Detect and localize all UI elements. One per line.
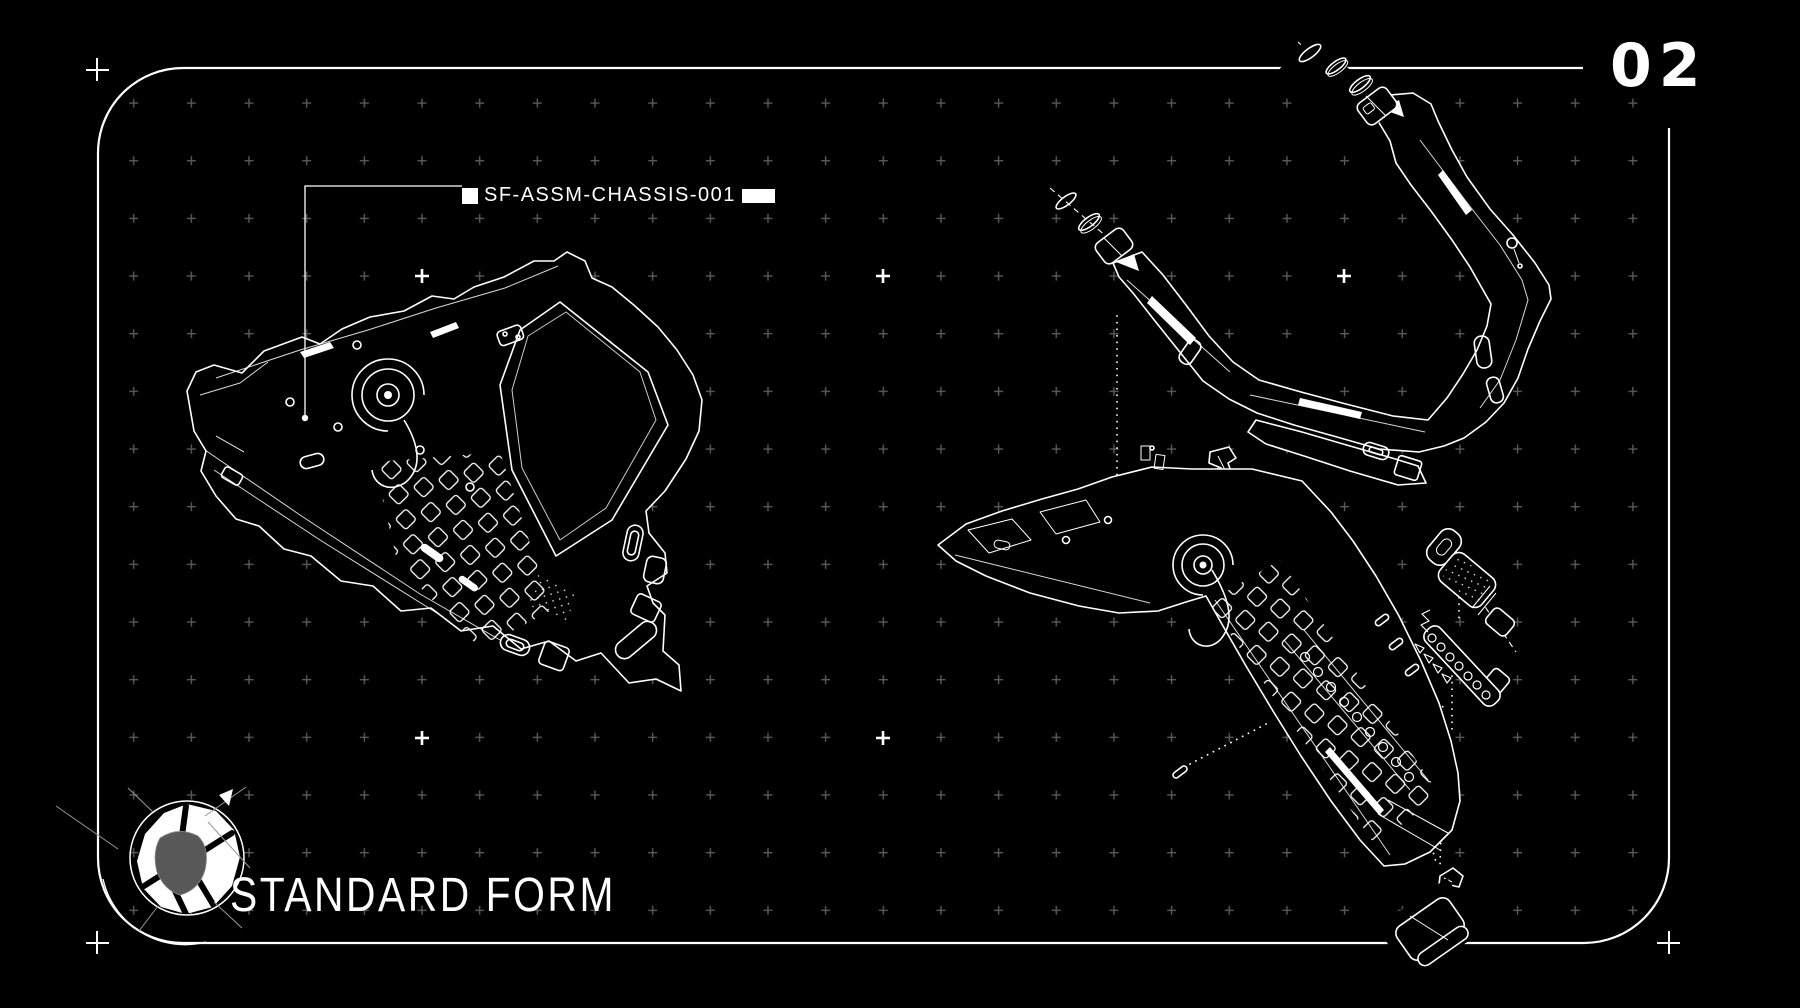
brand-logo-icon bbox=[55, 786, 251, 946]
part-id-text: SF-ASSM-CHASSIS-001 bbox=[484, 184, 736, 206]
exploded-chassis-drawing bbox=[937, 34, 1552, 980]
corner-crosshair-topleft bbox=[86, 58, 109, 81]
label-end-cap-icon bbox=[741, 188, 775, 203]
page-number: 02 bbox=[1610, 31, 1708, 101]
assembled-chassis-drawing bbox=[186, 251, 703, 692]
part-id-callout: SF-ASSM-CHASSIS-001 bbox=[462, 184, 775, 207]
corner-crosshair-bottomright bbox=[1657, 931, 1680, 954]
brand-wordmark: STANDARD FORM bbox=[230, 869, 616, 922]
corner-crosshair-bottomleft bbox=[86, 931, 109, 954]
callout-leader-line bbox=[301, 185, 462, 422]
label-start-cap-icon bbox=[462, 187, 478, 204]
